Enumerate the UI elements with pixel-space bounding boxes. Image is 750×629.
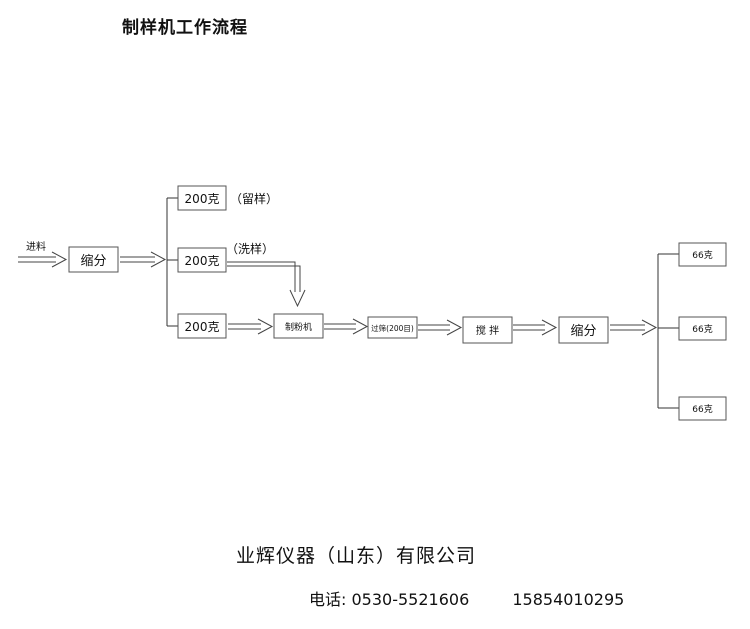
split-box-2: 缩分 (558, 316, 609, 344)
contact-line: 电话: 0530-5521606 15854010295 (309, 586, 624, 610)
wash-to-grinder-arrow (227, 261, 306, 308)
phone-number: 0530-5521606 (351, 590, 470, 609)
split-box-1-label: 缩分 (80, 253, 106, 269)
branch-bracket (166, 197, 178, 327)
split-box-2-label: 缩分 (570, 323, 596, 339)
process-weight-box: 200克 (177, 313, 227, 339)
retain-weight-box: 200克 (177, 185, 227, 211)
page-title: 制样机工作流程 (122, 18, 248, 38)
split-box-1: 缩分 (68, 246, 119, 273)
wash-weight-label: 200克 (185, 254, 220, 268)
mix-to-split-arrow (513, 319, 558, 336)
input-arrow (18, 251, 68, 268)
output-3-label: 66克 (692, 404, 712, 415)
wash-note: （洗样） (226, 241, 274, 256)
retain-weight-label: 200克 (185, 192, 220, 206)
mix-label: 搅 拌 (476, 324, 499, 337)
output-2-label: 66克 (692, 324, 712, 335)
retain-note: （留样） (230, 191, 278, 206)
process-weight-label: 200克 (185, 320, 220, 334)
sieve-label: 过筛(200目) (371, 323, 414, 333)
company-name: 业辉仪器（山东）有限公司 (236, 545, 477, 567)
grinder-label: 制粉机 (285, 321, 312, 333)
input-label: 进料 (26, 240, 46, 253)
mobile-number: 15854010295 (512, 590, 625, 609)
sieve-to-mix-arrow (418, 319, 463, 336)
phone-label: 电话: (309, 590, 347, 609)
split-1-arrow (120, 251, 167, 268)
sieve-box: 过筛(200目) (367, 316, 418, 339)
wash-weight-box: 200克 (177, 247, 227, 273)
mix-box: 搅 拌 (462, 316, 513, 344)
output-1-label: 66克 (692, 250, 712, 261)
output-box-3: 66克 (678, 396, 727, 421)
split-2-arrow (610, 319, 658, 336)
output-box-2: 66克 (678, 316, 727, 341)
output-bracket (657, 253, 679, 409)
grinder-to-sieve-arrow (324, 318, 369, 335)
grinder-box: 制粉机 (273, 313, 324, 339)
output-box-1: 66克 (678, 242, 727, 267)
process-to-grinder-arrow (228, 318, 274, 335)
